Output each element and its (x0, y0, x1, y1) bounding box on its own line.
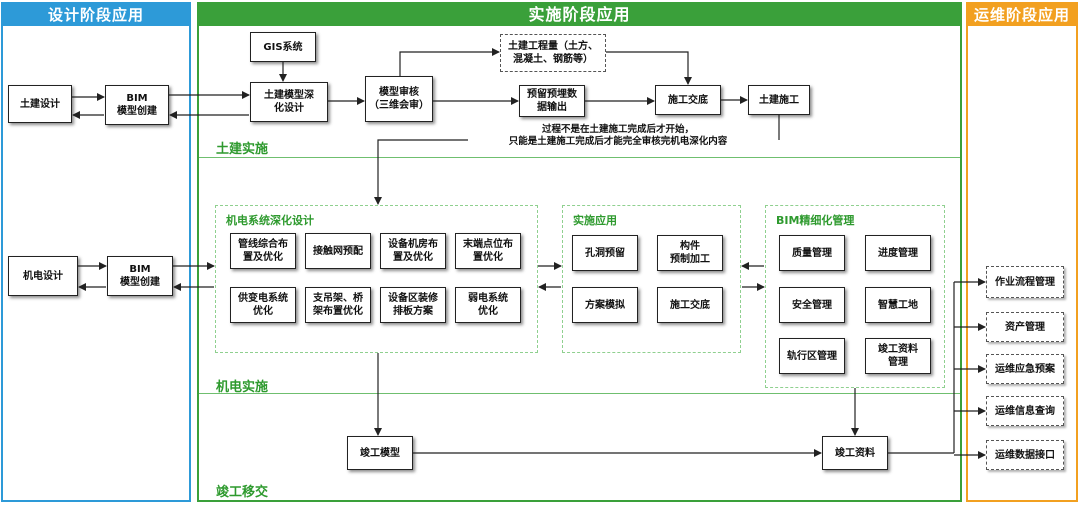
mep-manage-item: 智慧工地 (865, 287, 931, 323)
mep-manage-group: BIM精细化管理 (765, 205, 945, 388)
ops-item-label: 作业流程管理 (995, 276, 1055, 288)
mep-apply-item: 施工交底 (657, 287, 723, 323)
mep-manage-item: 安全管理 (779, 287, 845, 323)
ops-item: 作业流程管理 (986, 266, 1064, 298)
as-built-documents-box: 竣工资料 (822, 436, 888, 470)
mep-bim-create-box: BIM 模型创建 (107, 256, 173, 296)
mep-deepen-item: 弱电系统 优化 (455, 287, 521, 323)
model-review-box: 模型审核 （三维会审） (365, 76, 433, 122)
mep-deepen-item-label: 供变电系统 优化 (238, 293, 288, 317)
civil-handover-label: 施工交底 (668, 94, 708, 106)
mep-apply-item-label: 孔洞预留 (585, 247, 625, 259)
civil-deepen-design-box: 土建模型深 化设计 (250, 82, 328, 122)
mep-deepen-item: 末端点位布 置优化 (455, 233, 521, 269)
mep-section-label: 机电实施 (216, 380, 269, 395)
arrow (399, 48, 500, 76)
mep-manage-item-label: 进度管理 (878, 247, 918, 259)
design-phase-header: 设计阶段应用 (3, 4, 189, 26)
mep-deepen-item: 支吊架、桥 架布置优化 (305, 287, 371, 323)
mep-manage-item-label: 安全管理 (792, 299, 832, 311)
mep-deepen-item: 设备机房布 置及优化 (380, 233, 446, 269)
mep-deepen-group-title: 机电系统深化设计 (226, 214, 314, 227)
embed-data-output-label: 预留预埋数 据输出 (527, 89, 577, 113)
as-built-model-label: 竣工模型 (360, 447, 400, 459)
mep-design-label: 机电设计 (23, 270, 63, 282)
civil-handover-box: 施工交底 (655, 85, 721, 115)
ops-item-label: 运维信息查询 (995, 405, 1055, 417)
mep-deepen-item-label: 末端点位布 置优化 (463, 239, 513, 263)
operations-phase-panel: 运维阶段应用 (966, 2, 1078, 502)
civil-quantity-label: 土建工程量（土方、 混凝土、钢筋等） (508, 41, 598, 65)
civil-deepen-design-label: 土建模型深 化设计 (264, 90, 314, 114)
handover-section-label: 竣工移交 (216, 485, 269, 500)
as-built-documents-label: 竣工资料 (835, 447, 875, 459)
mep-apply-item-label: 构件 预制加工 (670, 241, 710, 265)
mep-deepen-item-label: 接触网预配 (313, 245, 363, 257)
civil-bim-create-label: BIM 模型创建 (117, 93, 157, 117)
mep-manage-item: 竣工资料 管理 (865, 338, 931, 374)
mep-apply-item-label: 方案模拟 (585, 299, 625, 311)
mep-manage-item: 质量管理 (779, 235, 845, 271)
mep-deepen-item: 管线综合布 置及优化 (230, 233, 296, 269)
mep-manage-item: 进度管理 (865, 235, 931, 271)
civil-section-label: 土建实施 (216, 142, 269, 157)
operations-phase-header: 运维阶段应用 (968, 4, 1076, 26)
ops-item: 运维数据接口 (986, 440, 1064, 470)
mep-apply-item: 构件 预制加工 (657, 235, 723, 271)
mep-section-divider (199, 393, 960, 394)
mep-deepen-item-label: 设备机房布 置及优化 (388, 239, 438, 263)
mep-manage-item-label: 竣工资料 管理 (878, 344, 918, 368)
arrow (606, 51, 692, 85)
gis-system-box: GIS系统 (250, 32, 316, 62)
ops-item-label: 运维数据接口 (995, 449, 1055, 461)
gis-system-label: GIS系统 (263, 41, 303, 53)
mep-deepen-item-label: 管线综合布 置及优化 (238, 239, 288, 263)
design-phase-panel: 设计阶段应用 (1, 2, 191, 502)
mep-apply-item: 孔洞预留 (572, 235, 638, 271)
mep-deepen-group: 机电系统深化设计 (215, 205, 538, 353)
mep-manage-item-label: 智慧工地 (878, 299, 918, 311)
civil-bim-create-box: BIM 模型创建 (105, 85, 169, 125)
civil-design-label: 土建设计 (20, 98, 60, 110)
ops-item: 运维应急预案 (986, 354, 1064, 384)
mep-apply-item-label: 施工交底 (670, 299, 710, 311)
civil-section-divider (199, 157, 960, 158)
mep-bim-create-label: BIM 模型创建 (120, 264, 160, 288)
mep-design-box: 机电设计 (8, 256, 78, 296)
mep-manage-group-title: BIM精细化管理 (776, 214, 855, 227)
arrow (374, 139, 468, 205)
civil-quantity-box: 土建工程量（土方、 混凝土、钢筋等） (500, 34, 606, 72)
mep-manage-item-label: 质量管理 (792, 247, 832, 259)
model-review-label: 模型审核 （三维会审） (369, 87, 429, 111)
mep-apply-group: 实施应用 (562, 205, 741, 353)
civil-construction-box: 土建施工 (748, 85, 810, 115)
mep-apply-group-title: 实施应用 (573, 214, 617, 227)
ops-item: 运维信息查询 (986, 396, 1064, 426)
mep-deepen-item-label: 设备区装修 排板方案 (388, 293, 438, 317)
civil-design-box: 土建设计 (8, 85, 72, 123)
mep-deepen-item: 供变电系统 优化 (230, 287, 296, 323)
mep-manage-item: 轨行区管理 (779, 338, 845, 374)
implementation-phase-panel: 实施阶段应用 (197, 2, 962, 502)
mep-deepen-item: 设备区装修 排板方案 (380, 287, 446, 323)
ops-item: 资产管理 (986, 312, 1064, 342)
civil-construction-label: 土建施工 (759, 94, 799, 106)
mep-manage-item-label: 轨行区管理 (787, 350, 837, 362)
mep-deepen-item-label: 弱电系统 优化 (468, 293, 508, 317)
mep-apply-item: 方案模拟 (572, 287, 638, 323)
ops-item-label: 资产管理 (1005, 321, 1045, 333)
mep-deepen-item: 接触网预配 (305, 233, 371, 269)
civil-process-note: 过程不是在土建施工完成后才开始， 只能是土建施工完成后才能完全审核完机电深化内容 (508, 124, 728, 147)
mep-deepen-item-label: 支吊架、桥 架布置优化 (313, 293, 363, 317)
as-built-model-box: 竣工模型 (347, 436, 413, 470)
embed-data-output-box: 预留预埋数 据输出 (519, 85, 585, 117)
implementation-phase-header: 实施阶段应用 (199, 4, 960, 26)
ops-item-label: 运维应急预案 (995, 363, 1055, 375)
